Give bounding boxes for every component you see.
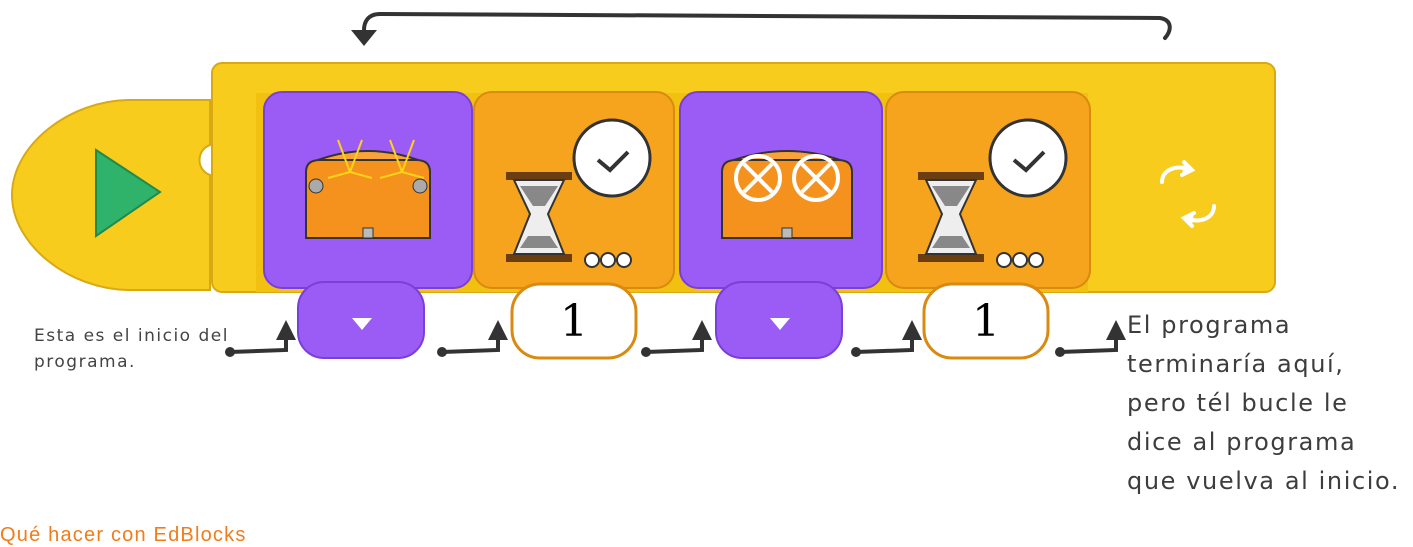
eyes-dropdown-2[interactable] [716,282,842,358]
wait-block-2[interactable] [886,92,1090,288]
step-arrow-5 [1055,330,1116,357]
step-arrow-4 [851,330,912,357]
start-caption: Esta es el inicio del programa. [34,323,234,375]
step-arrow-1 [225,330,286,357]
start-block[interactable] [12,100,210,290]
svg-text:1: 1 [560,296,588,347]
wait-block-1[interactable] [474,92,674,288]
svg-text:1: 1 [972,296,1000,347]
loop-back-arrow [351,14,1170,46]
step-arrow-3 [641,330,702,357]
eyes-off-block[interactable] [680,92,882,288]
eyes-on-block[interactable] [264,92,472,288]
eyes-lights-off-icon [722,151,852,238]
step-arrow-2 [437,330,498,357]
wait-value-1[interactable]: 1 [512,284,636,358]
wait-value-2[interactable]: 1 [924,284,1048,358]
end-caption: El programa terminaría aquí, pero tél bu… [1127,306,1413,501]
eyes-dropdown-1[interactable] [298,282,424,358]
